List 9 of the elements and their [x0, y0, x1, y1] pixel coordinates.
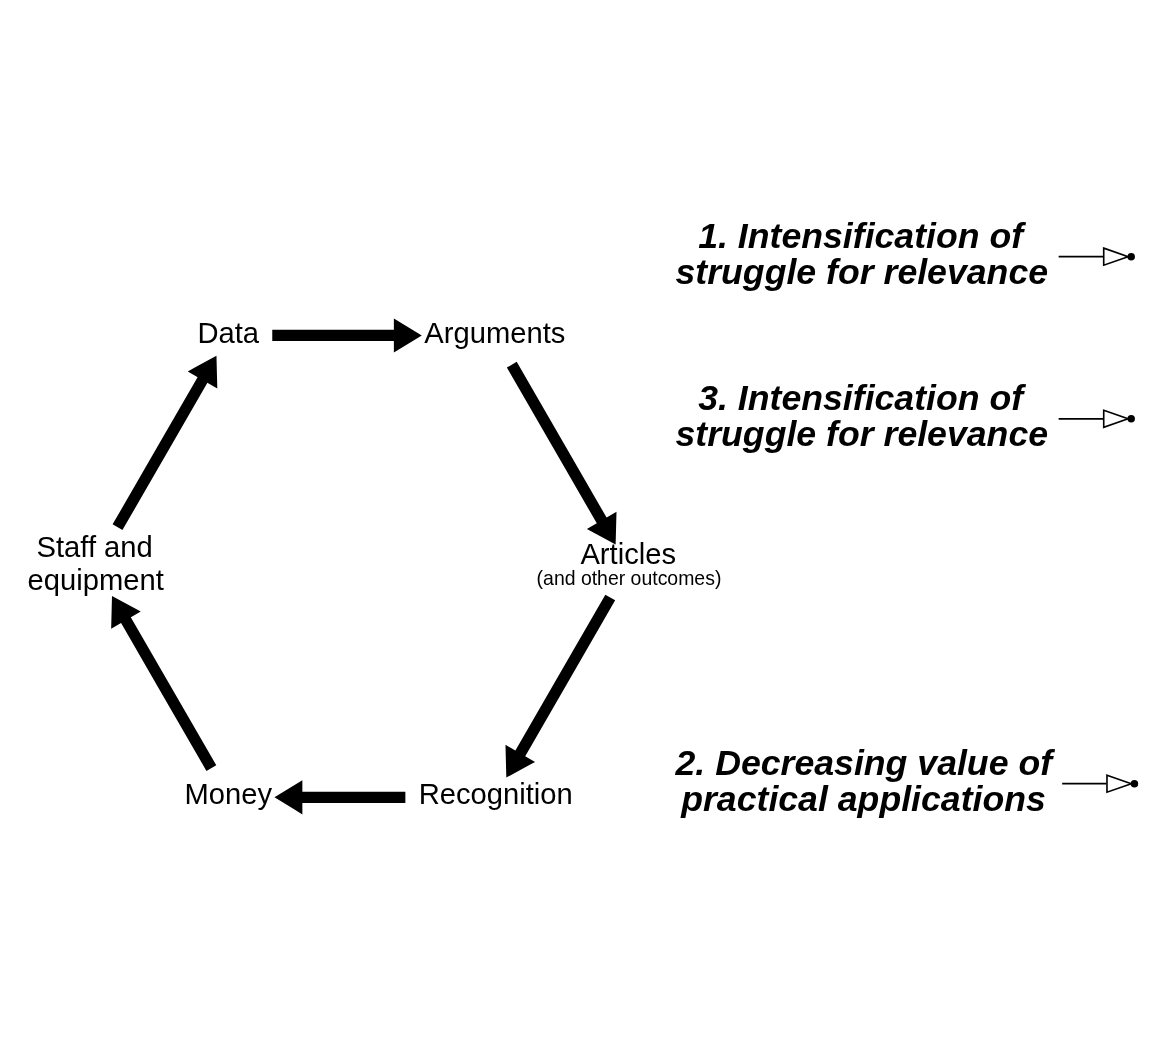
node-text: Recognition: [418, 777, 573, 810]
node-text: Articles (and other outcomes): [536, 537, 722, 589]
node-text: Staff and equipment: [27, 530, 164, 596]
node-text: Money: [184, 777, 273, 810]
node-text: 1. Intensification of struggle for relevance: [675, 215, 1049, 292]
node-text: Data: [197, 316, 260, 349]
node-text: Arguments: [424, 316, 566, 349]
node-text: 2. Decreasing value of practical applications: [675, 742, 1053, 819]
node-text: 3. Intensification of struggle for relevance: [675, 377, 1049, 454]
